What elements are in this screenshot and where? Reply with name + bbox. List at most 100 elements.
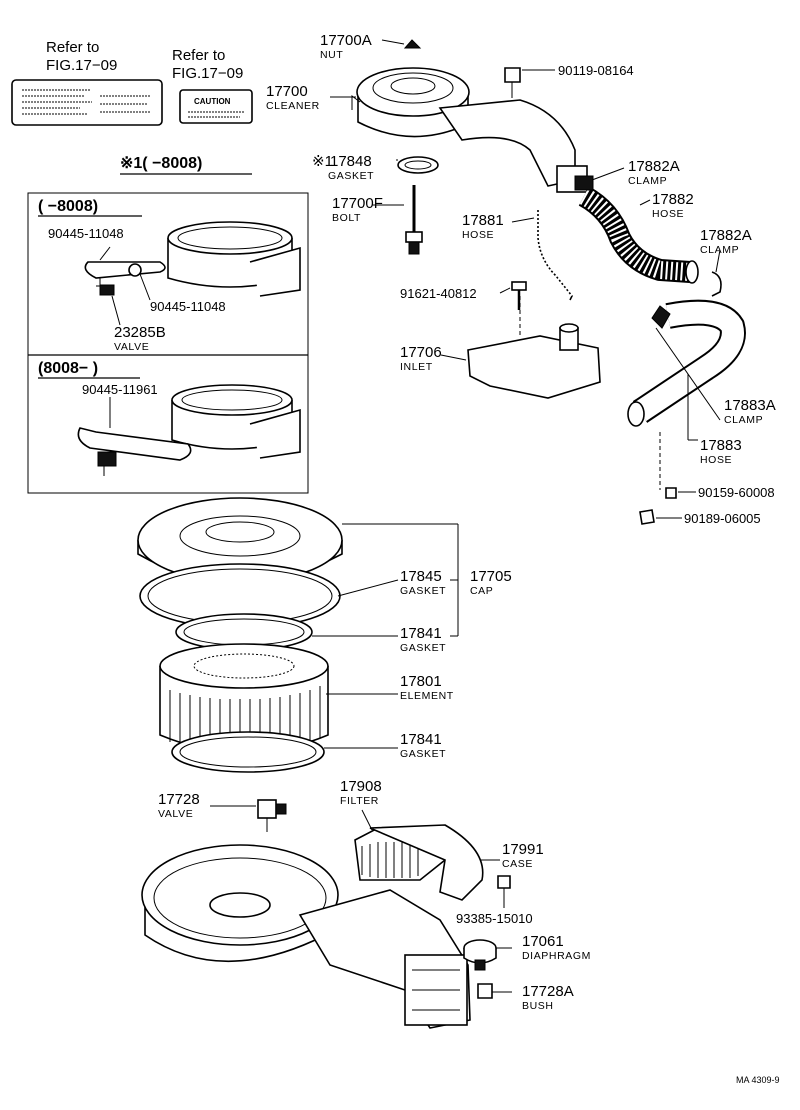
nut-icon	[403, 39, 422, 49]
svg-text:CAP: CAP	[470, 585, 493, 597]
svg-text:17706: 17706	[400, 344, 442, 361]
svg-text:17845: 17845	[400, 568, 442, 585]
valve-17728-icon	[257, 799, 287, 832]
part-callout: 17728A BUSH	[522, 983, 574, 1012]
svg-text:90189-06005: 90189-06005	[684, 511, 761, 526]
svg-text:17841: 17841	[400, 731, 442, 748]
svg-text:VALVE: VALVE	[114, 341, 149, 353]
part-callout: 17882A CLAMP	[700, 227, 752, 256]
svg-text:17883A: 17883A	[724, 397, 776, 414]
svg-text:HOSE: HOSE	[652, 208, 684, 220]
svg-text:GASKET: GASKET	[328, 170, 374, 182]
part-callout: 17908 FILTER	[340, 778, 382, 807]
svg-text:Refer to: Refer to	[172, 47, 225, 64]
part-callout: 17882 HOSE	[652, 191, 694, 220]
svg-text:BOLT: BOLT	[332, 212, 361, 224]
svg-text:FIG.17−09: FIG.17−09	[46, 57, 117, 74]
leader-lines	[99, 39, 721, 993]
svg-text:90119-08164: 90119-08164	[558, 63, 634, 78]
svg-text:91621-40812: 91621-40812	[400, 286, 477, 301]
reference-label-caution: Refer to FIG.17−09 CAUTION	[172, 47, 253, 124]
reference-label-left: Refer to FIG.17−09	[11, 39, 163, 126]
svg-text:HOSE: HOSE	[700, 454, 732, 466]
bolt-17700F-icon	[405, 185, 423, 255]
svg-text:INLET: INLET	[400, 361, 433, 373]
svg-text:CLAMP: CLAMP	[700, 244, 739, 256]
part-callout: 23285B VALVE	[114, 324, 166, 353]
part-callout: 17845 GASKET	[400, 568, 446, 597]
svg-text:17848: 17848	[330, 153, 372, 170]
inset-box2-title: (8008− )	[38, 360, 98, 377]
svg-text:HOSE: HOSE	[462, 229, 494, 241]
part-callout: 17700 CLEANER	[266, 83, 320, 112]
svg-text:CLEANER: CLEANER	[266, 100, 320, 112]
screw-93385-icon	[497, 875, 511, 889]
svg-text:90445-11961: 90445-11961	[82, 382, 158, 397]
svg-text:BUSH: BUSH	[522, 1000, 554, 1012]
inset-cleaner-upper	[84, 221, 301, 297]
screw-91621-icon	[511, 281, 527, 310]
svg-text:17882A: 17882A	[628, 158, 680, 175]
part-callout: 17841 GASKET	[400, 731, 446, 760]
svg-text:GASKET: GASKET	[400, 642, 446, 654]
label-text-lines-icon	[22, 89, 150, 115]
svg-text:FILTER: FILTER	[340, 795, 379, 807]
svg-text:CASE: CASE	[502, 858, 533, 870]
part-callout: 90189-06005	[684, 511, 761, 526]
svg-text:※1: ※1	[312, 153, 333, 170]
bolt-90189-icon	[639, 509, 655, 525]
part-callout: 93385-15010	[456, 911, 533, 926]
clamp-17882A-lower-icon	[711, 271, 722, 297]
svg-text:NUT: NUT	[320, 49, 343, 61]
part-callout: 90445-11048	[48, 226, 124, 241]
part-callout: ※1 17848 GASKET	[312, 153, 374, 182]
part-callout: 17061 DIAPHRAGM	[522, 933, 590, 962]
inlet-17706-icon	[467, 296, 601, 399]
part-callout: 17705 CAP	[470, 568, 512, 597]
svg-text:17728A: 17728A	[522, 983, 574, 1000]
part-callout: 17883A CLAMP	[724, 397, 776, 426]
svg-text:GASKET: GASKET	[400, 585, 446, 597]
bush-17728A-icon	[477, 983, 493, 999]
svg-text:90159-60008: 90159-60008	[698, 485, 775, 500]
svg-text:90445-11048: 90445-11048	[48, 226, 124, 241]
svg-text:17883: 17883	[700, 437, 742, 454]
diaphragm-17061-icon	[463, 939, 497, 971]
svg-text:17882: 17882	[652, 191, 694, 208]
inset-heading: ※1( −8008)	[120, 155, 202, 172]
part-callout: 91621-40812	[400, 286, 477, 301]
svg-text:17801: 17801	[400, 673, 442, 690]
bolt-90159-icon	[665, 487, 677, 499]
svg-text:17705: 17705	[470, 568, 512, 585]
part-callout: 17883 HOSE	[700, 437, 742, 466]
svg-text:17908: 17908	[340, 778, 382, 795]
part-callout: 17706 INLET	[400, 344, 442, 373]
part-callout: 17841 GASKET	[400, 625, 446, 654]
cleaner-case-bottom	[141, 844, 471, 1029]
part-callout: 90445-11048	[150, 299, 226, 314]
svg-text:17700A: 17700A	[320, 32, 372, 49]
svg-text:17700F: 17700F	[332, 195, 383, 212]
inset-box1-title: ( −8008)	[38, 198, 98, 215]
part-callout: 17700F BOLT	[332, 195, 383, 224]
svg-text:23285B: 23285B	[114, 324, 166, 341]
part-callout: 17881 HOSE	[462, 212, 504, 241]
svg-text:17841: 17841	[400, 625, 442, 642]
element-17801-icon	[159, 643, 329, 754]
part-callout: 17882A CLAMP	[628, 158, 680, 187]
svg-text:GASKET: GASKET	[400, 748, 446, 760]
svg-text:17728: 17728	[158, 791, 200, 808]
hose-17881-icon	[537, 208, 573, 301]
cleaner-assembly-top	[351, 39, 588, 193]
hose-17882-icon	[578, 186, 699, 284]
case-17991-icon	[369, 824, 484, 901]
svg-text:90445-11048: 90445-11048	[150, 299, 226, 314]
svg-text:Refer to: Refer to	[46, 39, 99, 56]
caution-label: CAUTION	[194, 97, 231, 106]
part-callout: 17991 CASE	[502, 841, 544, 870]
part-callout: 17700A NUT	[320, 32, 372, 61]
svg-text:CLAMP: CLAMP	[724, 414, 763, 426]
inset-cleaner-lower	[77, 384, 301, 476]
svg-text:17991: 17991	[502, 841, 544, 858]
